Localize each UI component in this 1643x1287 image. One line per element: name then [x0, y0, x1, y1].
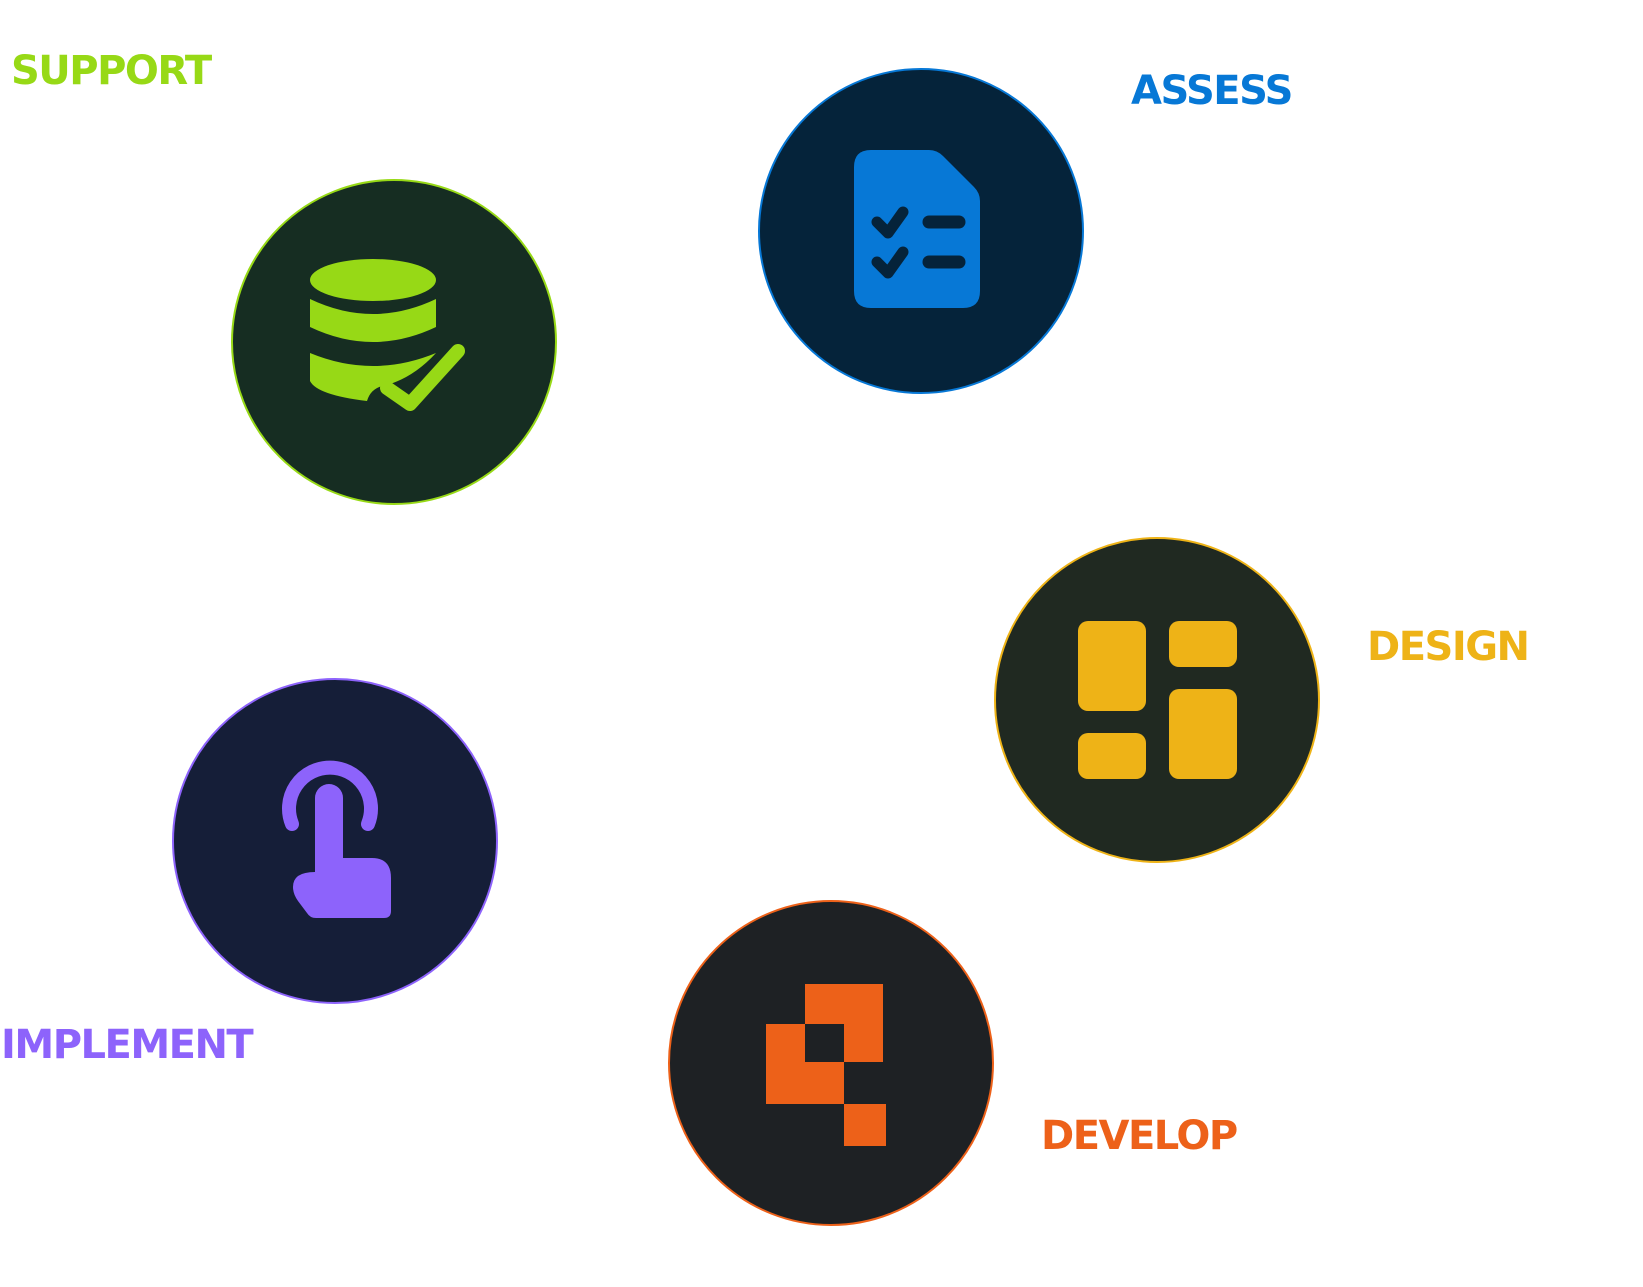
layout-grid-icon	[1078, 621, 1237, 779]
assess-label: ASSESS	[1131, 68, 1293, 114]
assess-circle	[758, 68, 1084, 394]
pixel-blocks-icon	[766, 983, 886, 1146]
database-check-icon	[310, 259, 465, 411]
implement-label: IMPLEMENT	[1, 1022, 254, 1068]
tap-finger-icon	[282, 760, 391, 918]
implement-circle	[172, 678, 498, 1004]
develop-circle	[668, 900, 994, 1226]
develop-label: DEVELOP	[1041, 1113, 1238, 1159]
support-circle	[231, 179, 557, 505]
support-label: SUPPORT	[11, 48, 212, 94]
design-circle	[994, 537, 1320, 863]
design-label: DESIGN	[1367, 624, 1530, 670]
checklist-document-icon	[854, 150, 980, 308]
